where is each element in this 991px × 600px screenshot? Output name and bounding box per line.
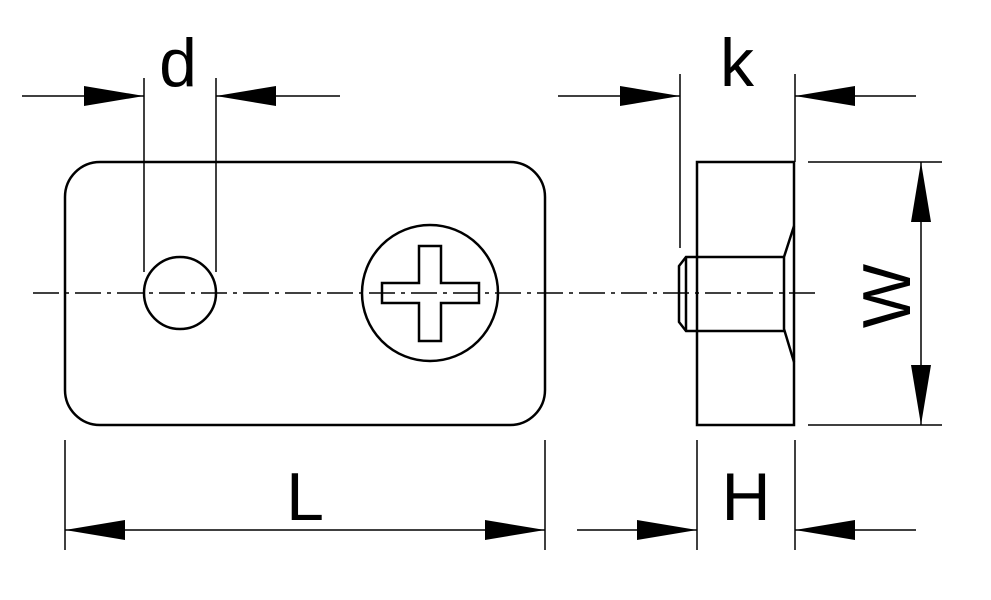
dimension-w — [808, 161, 942, 426]
dimension-h — [577, 440, 916, 550]
dimension-label-d: d — [159, 25, 197, 101]
dimension-l — [64, 440, 546, 550]
dimension-label-l: L — [286, 459, 324, 535]
dimension-label-w: W — [849, 264, 925, 328]
screw-shank — [677, 255, 784, 333]
dimension-label-k: k — [720, 25, 755, 101]
dimension-k — [558, 74, 916, 248]
countersink — [782, 225, 796, 363]
dimension-d — [22, 78, 340, 272]
dimension-label-h: H — [721, 459, 770, 535]
phillips-cross-icon — [380, 244, 481, 343]
